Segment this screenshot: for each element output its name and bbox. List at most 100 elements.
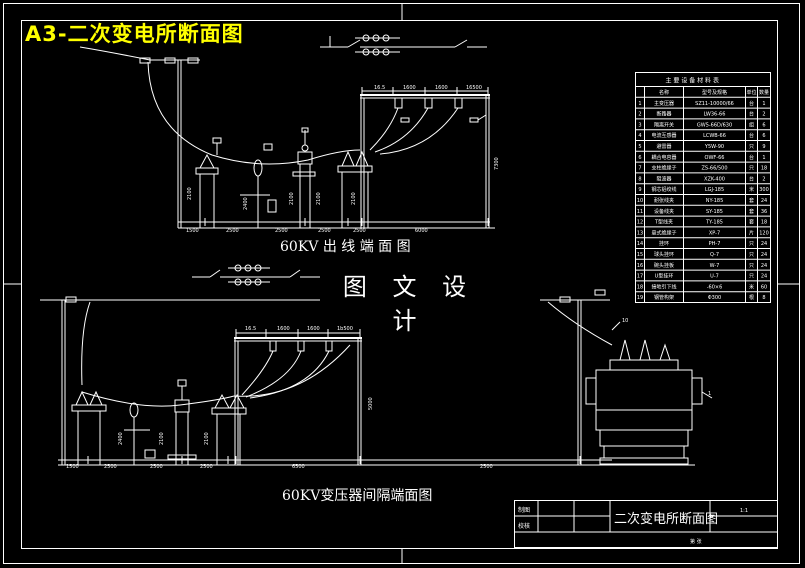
equipment-table-cell: 7 — [638, 166, 641, 172]
lower-height-1: 2400 — [118, 432, 124, 445]
equipment-table-cell: 设备线夹 — [654, 208, 674, 215]
equipment-table-cell: SZ11-10000/66 — [695, 101, 734, 107]
equipment-table-cell: 18 — [761, 166, 767, 172]
equipment-table-cell: 电流互感器 — [651, 132, 676, 139]
equipment-table-cell: 台 — [749, 175, 754, 182]
equipment-table-cell: 2 — [638, 112, 641, 118]
lower-dim-top-2: 1600 — [277, 326, 290, 332]
equipment-table-cell: 9 — [762, 144, 765, 150]
upper-dim-top-3: 1600 — [435, 85, 448, 91]
equipment-table-cell: 只 — [749, 166, 754, 172]
upper-dim-top-4: 16500 — [466, 85, 482, 91]
equipment-table-cell: 只 — [749, 263, 754, 269]
equipment-table-title: 主 要 设 备 材 料 表 — [666, 77, 719, 85]
lower-callout-10: 10 — [622, 318, 628, 324]
title-block-name: 二次变电所断面图 — [614, 511, 718, 527]
equipment-table-cell: 避雷器 — [656, 143, 671, 150]
equipment-table-cell: 只 — [749, 252, 754, 258]
equipment-table-cell: 球头挂环 — [654, 251, 674, 258]
upper-height-right: 7300 — [494, 157, 500, 170]
equipment-table-cell: U型挂环 — [655, 273, 674, 280]
equipment-table-cell: 套 — [749, 197, 754, 204]
upper-insulator-posts — [195, 127, 373, 228]
equipment-table-cell: 台 — [749, 111, 754, 118]
lower-dim-bottom-6: 6500 — [292, 464, 305, 470]
sheet-tag: A3-二次变电所断面图 — [25, 22, 244, 46]
equipment-table-cell: 13 — [637, 230, 643, 236]
lower-height-right: 5000 — [368, 397, 374, 410]
equipment-table-cell: 悬式绝缘子 — [651, 229, 676, 236]
drawing-inner-border — [21, 20, 778, 549]
equipment-table-cell: GW5-66D/630 — [697, 122, 732, 128]
equipment-table-cell: 10 — [637, 198, 643, 204]
lower-dim-top-4: 1b500 — [337, 326, 353, 332]
equipment-table-cell: 3 — [638, 122, 641, 128]
equipment-table-cell: LCWB-66 — [703, 133, 726, 139]
equipment-table-cell: 台 — [749, 154, 754, 161]
equipment-table-cell: NY-185 — [706, 198, 724, 204]
upper-height-4: 2100 — [316, 192, 322, 205]
lower-dim-top-1: 16.5 — [245, 326, 256, 332]
lower-height-2: 2100 — [159, 432, 165, 445]
equipment-table-cell: 12 — [637, 220, 643, 226]
title-block-row2: 校核 — [518, 522, 530, 530]
equipment-table-cell: 6 — [638, 155, 641, 161]
lower-dim-bottom-1: 1500 — [66, 464, 79, 470]
watermark: 图 文 设 计 — [333, 270, 485, 335]
equipment-table-cell: 套 — [749, 219, 754, 226]
equipment-table-cell: 120 — [759, 230, 769, 236]
equipment-table-cell: 8 — [762, 295, 765, 301]
lower-dim-bottom-3: 2500 — [150, 464, 163, 470]
equipment-table-cell: 片 — [749, 229, 754, 236]
equipment-table-cell: 台 — [749, 100, 754, 107]
equipment-table-cell: 隔离开关 — [654, 121, 674, 128]
equipment-table-cell: 24 — [761, 198, 767, 204]
title-block-scale: 1:1 — [740, 508, 748, 514]
equipment-table-header: 单位 — [746, 89, 756, 96]
equipment-table-cell: 36 — [761, 209, 767, 215]
equipment-table-cell: XZK-400 — [704, 176, 725, 182]
equipment-table-cell: 24 — [761, 241, 767, 247]
equipment-table-cell: 根 — [749, 294, 754, 301]
equipment-table-cell: 米 — [749, 186, 754, 193]
equipment-table-cell: 1 — [762, 101, 765, 107]
equipment-table-cell: 2 — [762, 112, 765, 118]
title-block-sheet: 第 张 — [690, 538, 702, 545]
equipment-table-cell: 主变压器 — [654, 100, 674, 107]
equipment-table-cell: 只 — [749, 274, 754, 280]
equipment-table-cell: Q-7 — [710, 252, 719, 258]
equipment-table-cell: U-7 — [710, 274, 719, 280]
upper-height-5: 2100 — [351, 192, 357, 205]
upper-view-caption: 60KV 出 线 端 面 图 — [280, 239, 411, 255]
equipment-table-cell: TY-185 — [705, 220, 723, 226]
upper-gantry — [360, 94, 490, 228]
lower-insulator-posts — [71, 379, 247, 465]
lower-dim-top-3: 1600 — [307, 326, 320, 332]
equipment-table-cell: 接地引下线 — [651, 283, 676, 290]
equipment-table-cell: 24 — [761, 263, 767, 269]
equipment-table-cell: 只 — [749, 241, 754, 247]
upper-dim-bottom-2: 2500 — [226, 228, 239, 234]
equipment-table-cell: 9 — [638, 187, 641, 193]
title-block-row1: 制图 — [518, 506, 530, 514]
lower-bus-symbol — [192, 264, 320, 286]
equipment-table-cell: T型线夹 — [654, 219, 673, 226]
equipment-table-cell: 支柱绝缘子 — [651, 165, 676, 172]
lower-dim-bottom-5: 2500 — [480, 464, 493, 470]
equipment-table-cell: 17 — [637, 274, 643, 280]
upper-height-1: 2100 — [187, 187, 193, 200]
equipment-table-cell: 19 — [637, 295, 643, 301]
equipment-table-cell: 5 — [638, 144, 641, 150]
equipment-table-cell: 18 — [761, 220, 767, 226]
equipment-table-cell: Y5W-90 — [704, 144, 724, 150]
equipment-table-cell: LW36-66 — [704, 112, 726, 118]
equipment-table-cell: 2 — [762, 176, 765, 182]
lower-callout-1: 1 — [708, 391, 711, 397]
equipment-table-cell: 米 — [749, 283, 754, 290]
equipment-table-header: 型号及规格 — [702, 89, 727, 96]
equipment-table-cell: 碗头挂板 — [654, 262, 674, 269]
equipment-table-cell: 台 — [749, 132, 754, 139]
upper-dim-top-1: 16.5 — [374, 85, 385, 91]
